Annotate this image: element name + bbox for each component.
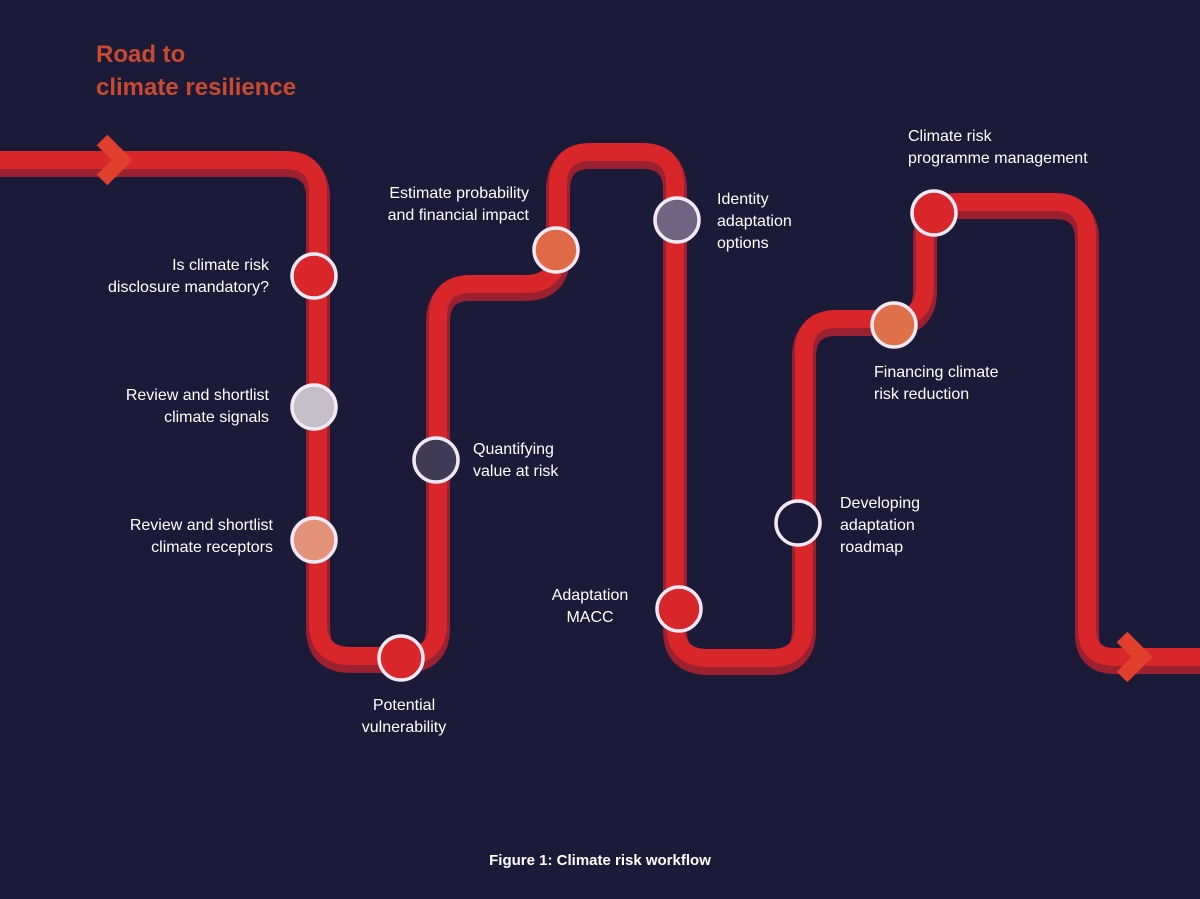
title-line-2: climate resilience [96,74,297,101]
step-node-vulnerability [377,634,425,682]
start-chevron-icon [96,134,133,186]
step-node-roadmap [774,499,822,547]
title-line-1: Road to [96,41,186,68]
step-node-adaptation-options [653,196,701,244]
step-label-programme-management: Climate risk programme management [908,128,1088,167]
step-label-climate-signals: Review and shortlist climate signals [125,387,269,426]
step-node-macc [655,585,703,633]
step-node-disclosure [290,252,338,300]
step-label-adaptation-options: Identity adaptation options [717,191,792,252]
step-nodes [290,189,958,682]
step-label-financing: Financing climate risk reduction [874,364,999,403]
end-chevron-icon [1116,631,1153,683]
step-label-climate-receptors: Review and shortlist climate receptors [129,517,273,556]
step-node-climate-receptors [290,516,338,564]
step-node-financing [870,301,918,349]
step-label-vulnerability: Potential vulnerability [361,697,447,736]
figure-caption: Figure 1: Climate risk workflow [489,852,711,869]
step-node-programme-management [910,189,958,237]
step-node-climate-signals [290,383,338,431]
step-label-probability-impact: Estimate probability and financial impac… [387,185,529,224]
step-node-value-at-risk [412,436,460,484]
diagram-title: Road to climate resilience [96,38,296,104]
step-label-value-at-risk: Quantifying value at risk [473,441,559,480]
step-node-probability-impact [532,226,580,274]
step-label-roadmap: Developing adaptation roadmap [840,495,921,556]
step-label-macc: Adaptation MACC [551,587,629,626]
step-label-disclosure: Is climate risk disclosure mandatory? [108,257,269,296]
